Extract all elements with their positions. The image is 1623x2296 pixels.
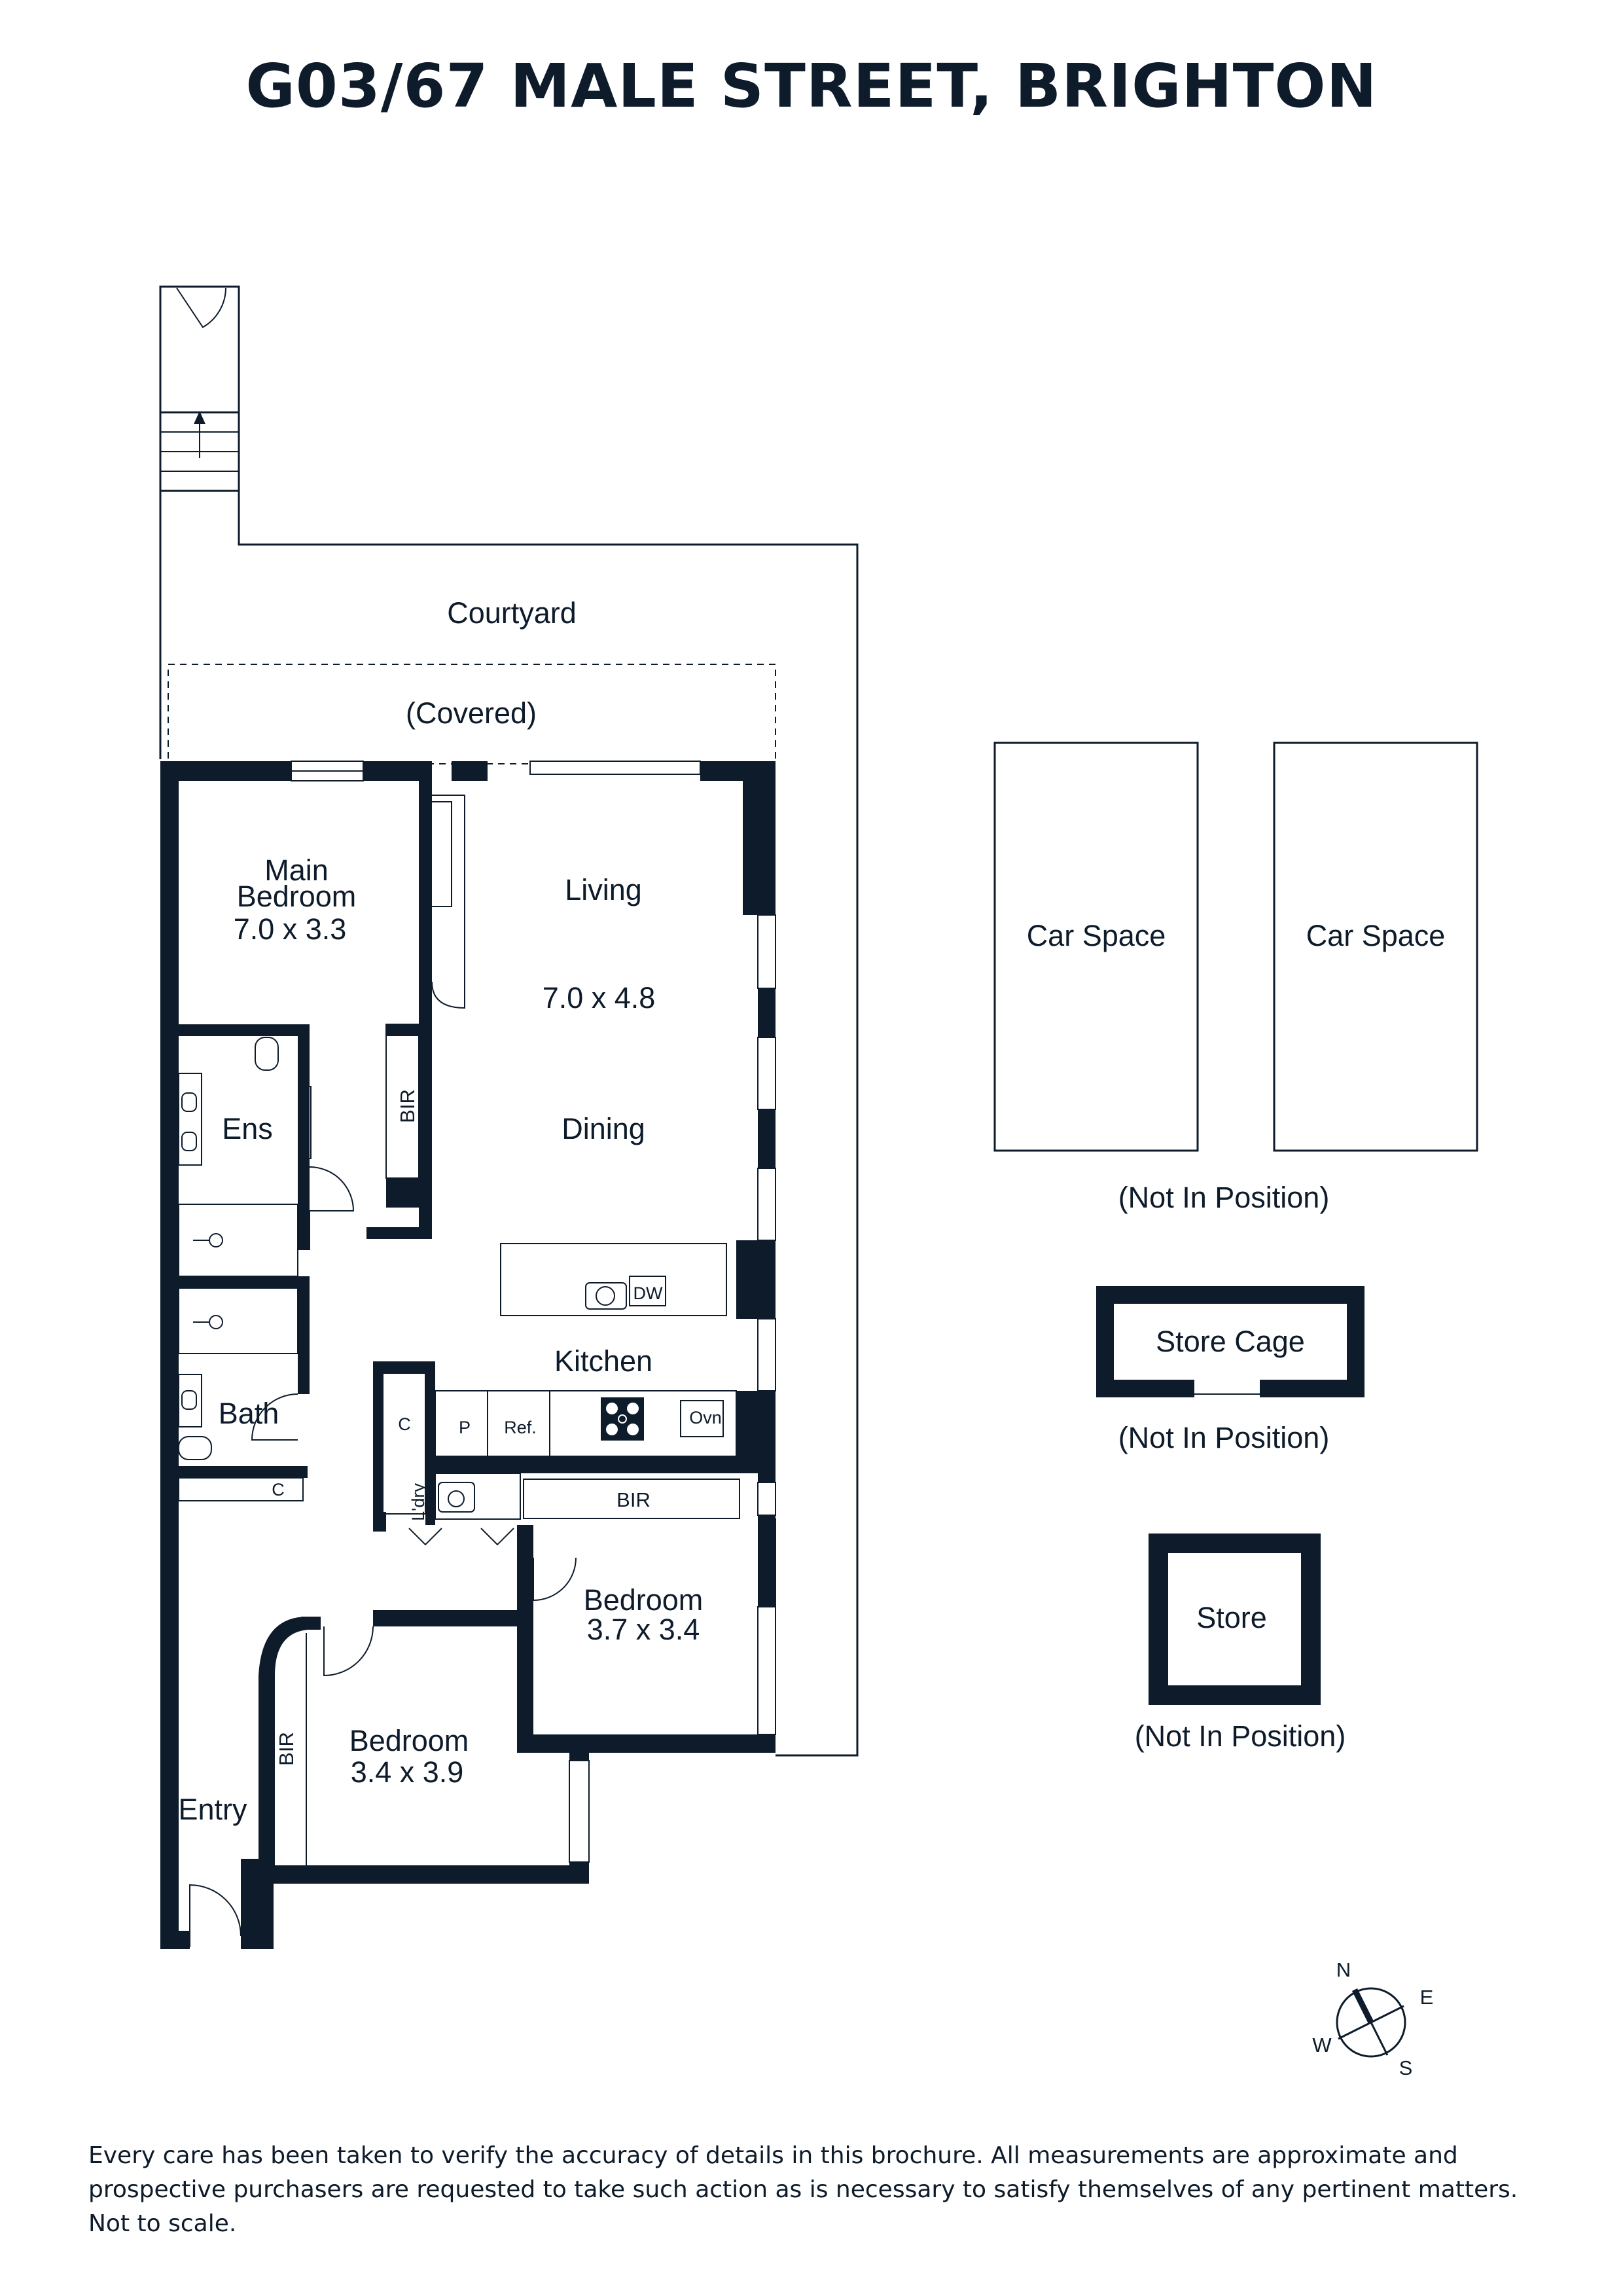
main-bedroom-size: 7.0 x 3.3 (234, 912, 347, 946)
room-labels: Main Bedroom 7.0 x 3.3 Living 7.0 x 4.8 … (178, 853, 721, 1826)
bedroom2-label: Bedroom (584, 1583, 704, 1617)
store-cage-not-in-position: (Not In Position) (1118, 1421, 1330, 1454)
compass-s: S (1399, 2056, 1413, 2079)
bedroom3-label: Bedroom (349, 1724, 469, 1757)
bath-cupboard-label: C (272, 1480, 285, 1499)
living-size: 7.0 x 4.8 (543, 981, 656, 1014)
main-bedroom-label-1: Main (264, 853, 329, 887)
disclaimer: Every care has been taken to verify the … (88, 2142, 1518, 2237)
store-label: Store (1196, 1601, 1267, 1634)
store: Store (Not In Position) (1135, 1534, 1346, 1753)
car-space-1-label: Car Space (1027, 919, 1166, 952)
dishwasher-label: DW (633, 1283, 663, 1303)
store-cage-label: Store Cage (1156, 1325, 1305, 1358)
fridge-label: Ref. (504, 1418, 537, 1437)
compass-icon (1336, 1987, 1406, 2058)
covered-label: (Covered) (406, 696, 537, 730)
store-not-in-position: (Not In Position) (1135, 1719, 1346, 1753)
courtyard-outline (159, 285, 859, 1757)
exterior-walls (160, 761, 776, 1949)
kitchen-label: Kitchen (554, 1344, 652, 1378)
compass-e: E (1420, 1986, 1434, 2009)
bedroom3-size: 3.4 x 3.9 (351, 1755, 464, 1789)
car-space-1 (993, 742, 1199, 1152)
fixtures (178, 795, 740, 1947)
ensuite-label: Ens (222, 1112, 273, 1145)
hall-cupboard-label: C (398, 1414, 411, 1434)
bedroom2-bir-label: BIR (616, 1488, 651, 1511)
living-label: Living (565, 873, 642, 906)
compass-n: N (1336, 1958, 1351, 1981)
dining-label: Dining (562, 1112, 645, 1145)
bedroom3-bir-label: BIR (275, 1732, 298, 1766)
bath-label: Bath (219, 1397, 279, 1430)
courtyard-label: Courtyard (447, 596, 577, 630)
oven-label: Ovn (689, 1408, 722, 1427)
store-cage: Store Cage (Not In Position) (1096, 1286, 1364, 1454)
main-bir-label: BIR (396, 1089, 419, 1123)
pantry-label: P (459, 1418, 471, 1437)
page-title: G03/67 MALE STREET, BRIGHTON (245, 51, 1378, 121)
car-spaces: Car Space Car Space (Not In Position) (993, 742, 1478, 1214)
car-space-2-label: Car Space (1306, 919, 1446, 952)
main-bedroom-label-2: Bedroom (237, 880, 357, 913)
car-space-2 (1273, 742, 1478, 1152)
laundry-label: L'dry (408, 1483, 428, 1521)
interior-walls (160, 761, 776, 1748)
bedroom2-size: 3.7 x 3.4 (587, 1613, 700, 1646)
entry-label: Entry (178, 1793, 247, 1826)
compass: N E S W (1312, 1958, 1433, 2079)
car-not-in-position: (Not In Position) (1118, 1181, 1330, 1214)
compass-w: W (1312, 2034, 1332, 2056)
